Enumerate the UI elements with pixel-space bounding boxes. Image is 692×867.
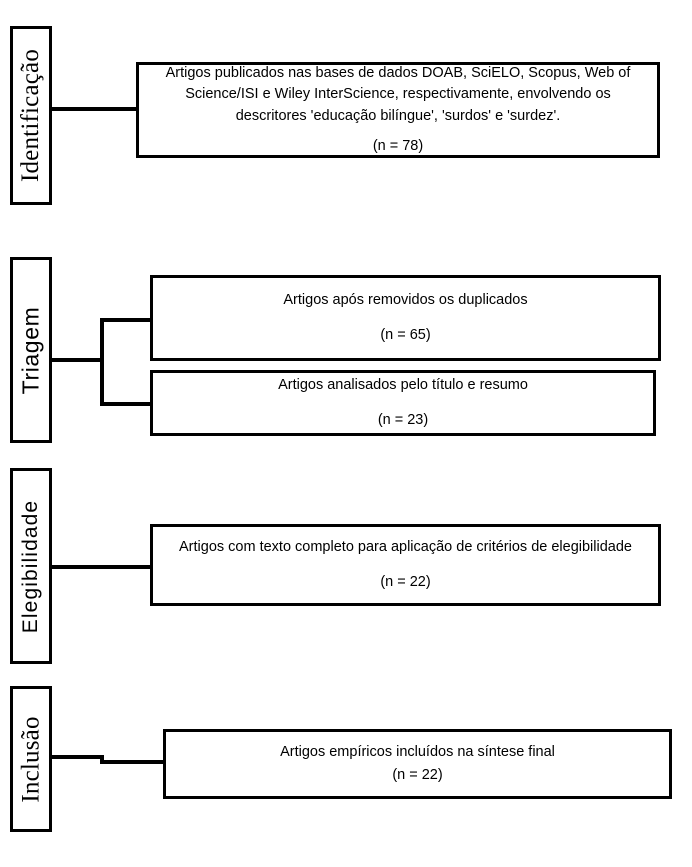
content-box-duplicados-count: (n = 65) (380, 326, 431, 343)
content-box-elegibilidade-body: Artigos com texto completo para aplicaçã… (179, 539, 632, 556)
content-box-inclusao: Artigos empíricos incluídos na síntese f… (163, 729, 672, 799)
connector-elegibilidade-horizontal (52, 565, 153, 569)
content-box-elegibilidade-count: (n = 22) (380, 573, 431, 590)
connector-inclusao-segment-left (52, 755, 104, 759)
content-box-titulo-resumo-body: Artigos analisados pelo título e resumo (278, 377, 528, 394)
connector-triagem-branch-lower (100, 402, 153, 406)
content-box-titulo-resumo: Artigos analisados pelo título e resumo … (150, 370, 656, 436)
stage-label-identificacao: Identificação (10, 26, 52, 205)
content-box-identificacao-body: Artigos publicados nas bases de dados DO… (165, 65, 631, 124)
connector-inclusao-segment-right (100, 760, 166, 764)
content-box-elegibilidade: Artigos com texto completo para aplicaçã… (150, 524, 661, 606)
content-box-duplicados-body: Artigos após removidos os duplicados (283, 292, 528, 309)
stage-label-triagem: Triagem (10, 257, 52, 443)
connector-inclusao-step-vertical (100, 755, 104, 764)
content-box-titulo-resumo-count: (n = 23) (377, 411, 429, 428)
stage-label-inclusao-text: Inclusão (17, 715, 45, 803)
connector-triagem-stem (52, 358, 104, 362)
content-box-inclusao-count: (n = 22) (392, 766, 443, 783)
connector-triagem-branch-upper (100, 318, 153, 322)
stage-label-triagem-text: Triagem (17, 306, 44, 394)
content-box-duplicados: Artigos após removidos os duplicados (n … (150, 275, 661, 361)
connector-triagem-bracket-vertical (100, 318, 104, 406)
content-box-identificacao: Artigos publicados nas bases de dados DO… (136, 62, 660, 158)
content-box-inclusao-body: Artigos empíricos incluídos na síntese f… (280, 744, 555, 761)
content-box-identificacao-count: (n = 78) (372, 137, 424, 154)
stage-label-identificacao-text: Identificação (17, 48, 45, 183)
connector-identificacao-horizontal (52, 107, 139, 111)
stage-label-inclusao: Inclusão (10, 686, 52, 832)
stage-label-elegibilidade: Elegibilidade (10, 468, 52, 664)
stage-label-elegibilidade-text: Elegibilidade (19, 499, 43, 633)
